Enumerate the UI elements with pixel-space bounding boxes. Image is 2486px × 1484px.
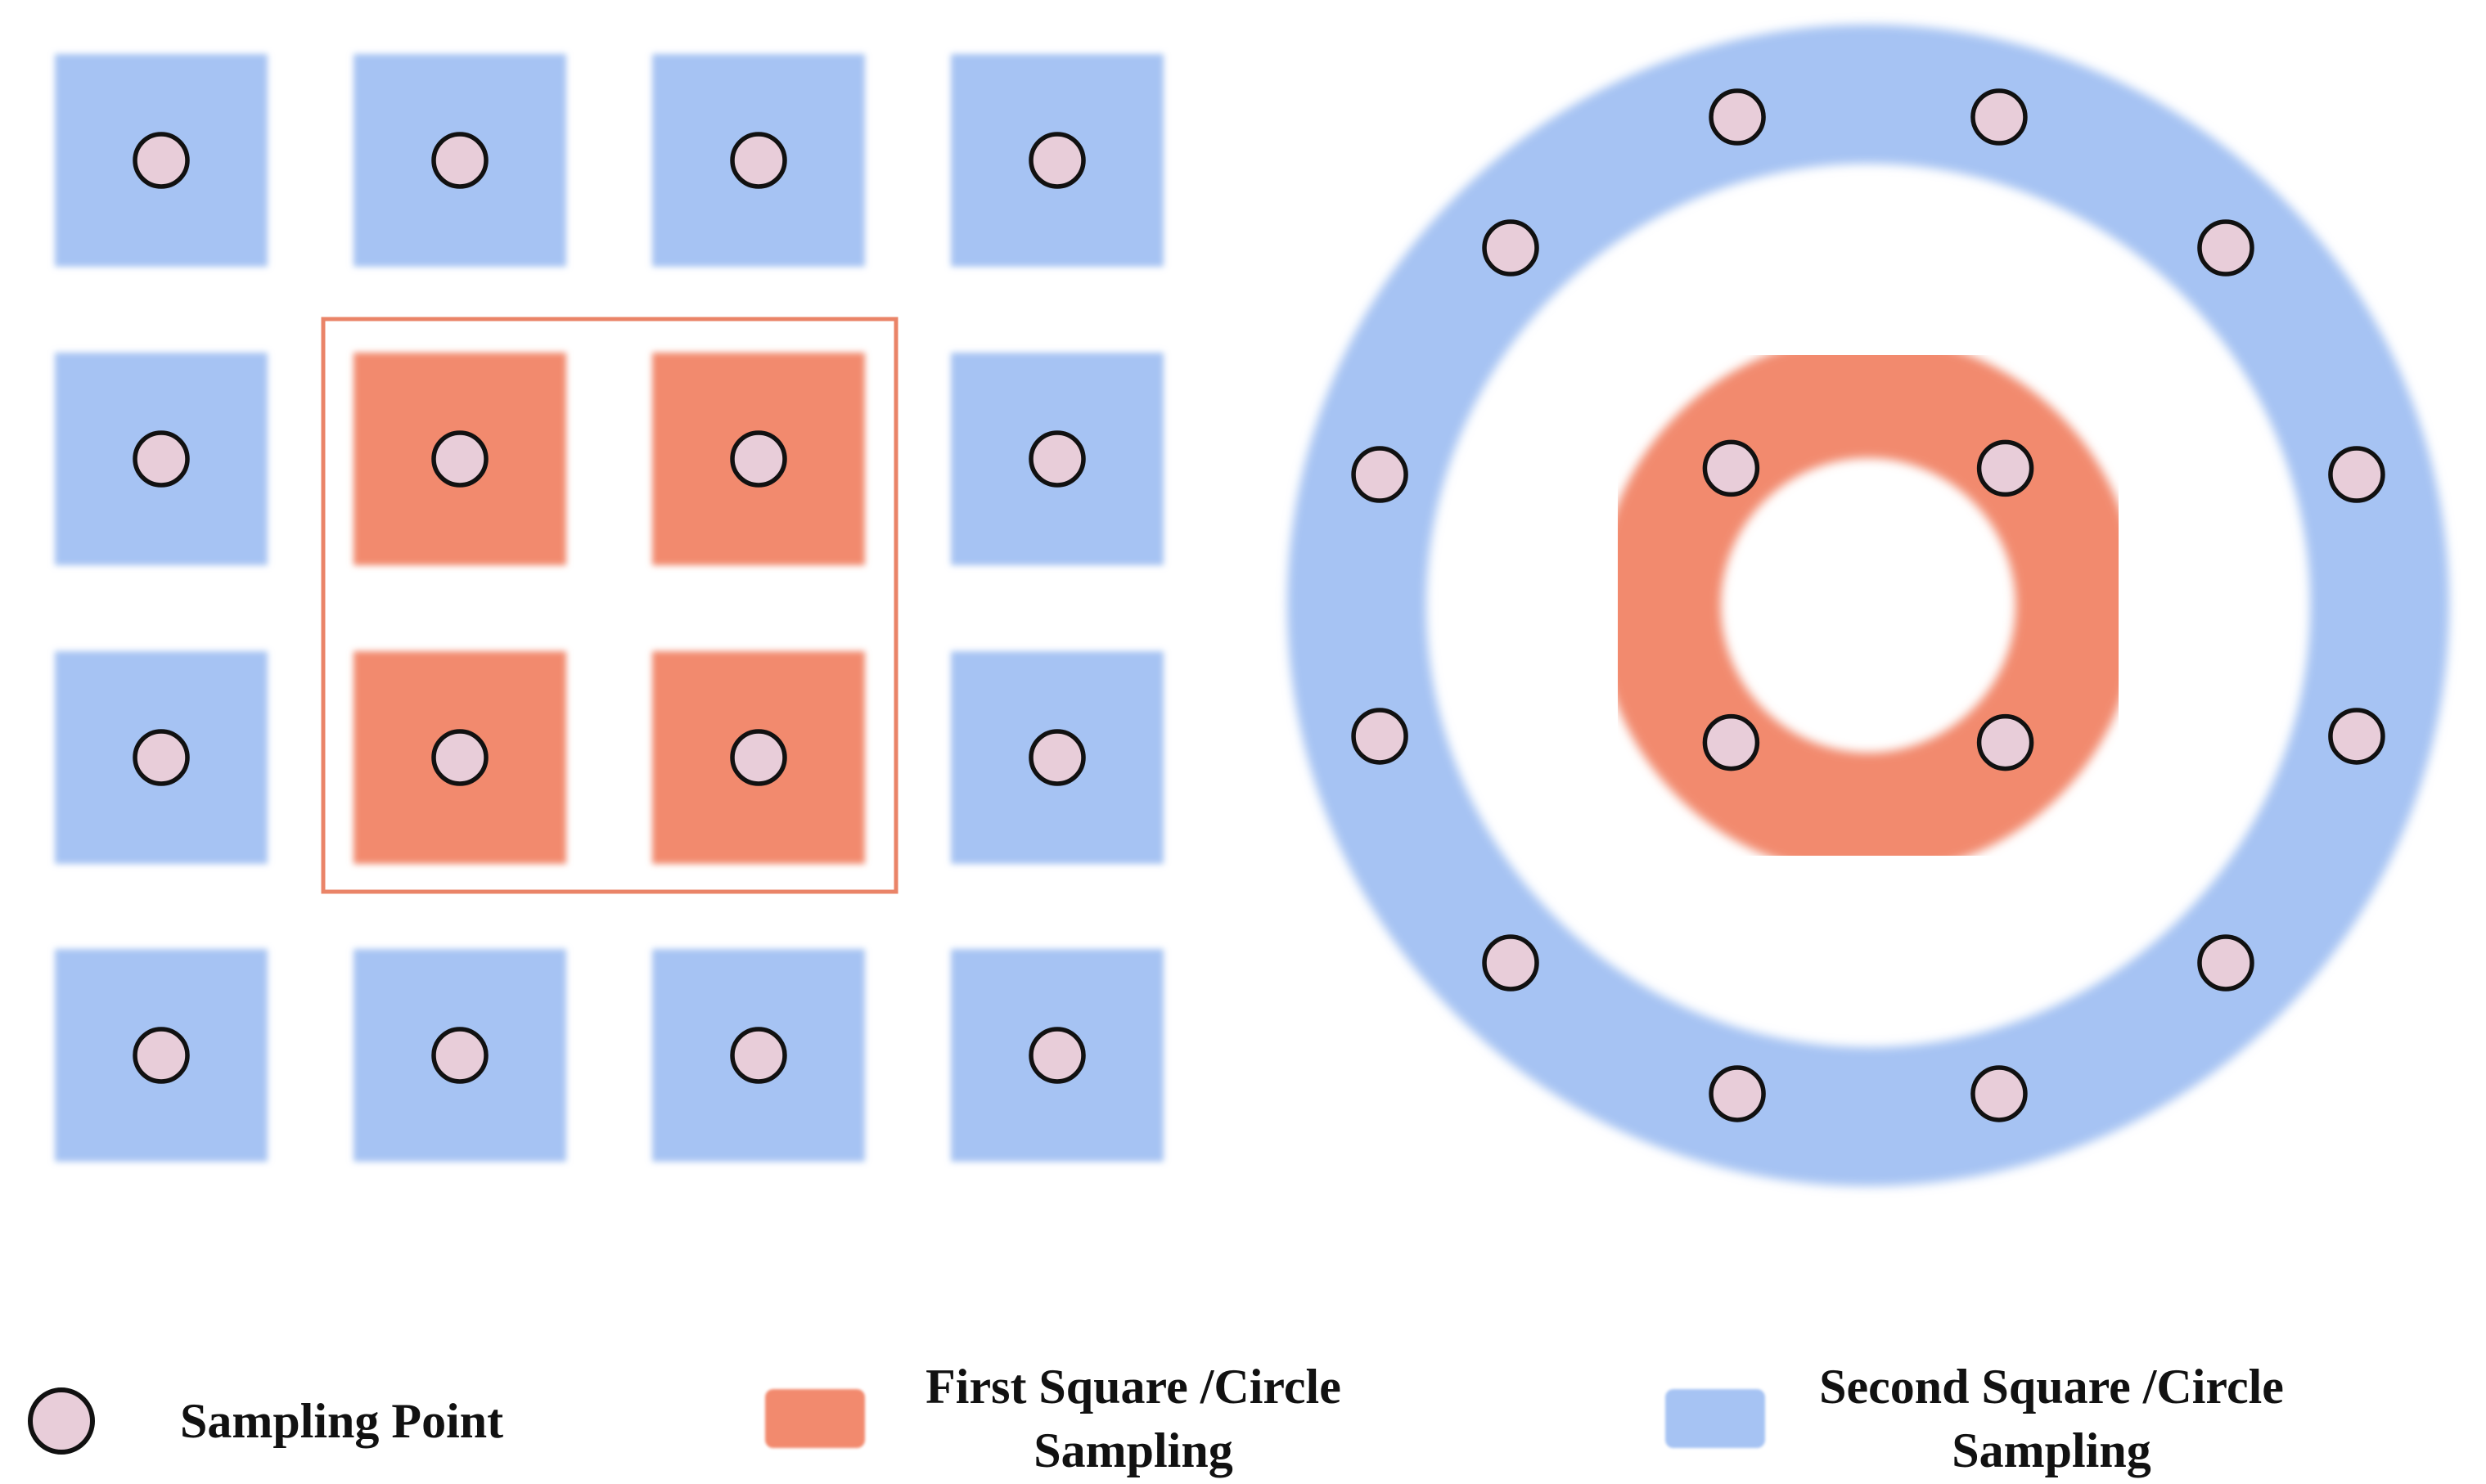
- square-sampling-point: [730, 1027, 787, 1084]
- second-circle-sampling-point: [2328, 708, 2385, 765]
- second-circle-ring: [1287, 25, 2449, 1186]
- square-sampling-point: [431, 430, 489, 488]
- first-circle-sampling-point: [1702, 713, 1760, 771]
- sampling-point-swatch-icon: [28, 1387, 95, 1455]
- second-circle-sampling-point: [2328, 446, 2385, 503]
- first-circle-sampling-point: [1976, 439, 2034, 497]
- second-sampling-swatch-icon: [1665, 1389, 1765, 1448]
- first-circle-sampling-point: [1976, 713, 2034, 771]
- square-sampling-point: [730, 729, 787, 786]
- square-sampling-point: [431, 729, 489, 786]
- legend-item-first-sampling: First Square /Circle Sampling: [765, 1355, 1387, 1482]
- legend-label-first-sampling: First Square /Circle Sampling: [925, 1360, 1341, 1477]
- square-sampling-point: [1029, 729, 1086, 786]
- square-sampling-point: [1029, 132, 1086, 189]
- second-circle-sampling-point: [1970, 1065, 2028, 1122]
- first-circle-ring: [1598, 335, 2138, 875]
- second-circle-sampling-point: [1482, 219, 1539, 277]
- square-sampling-point: [133, 132, 190, 189]
- first-circle-sampling-point: [1702, 439, 1760, 497]
- legend-item-sampling-point: Sampling Point: [28, 1387, 503, 1455]
- square-sampling-point: [133, 430, 190, 488]
- square-sampling-point: [133, 729, 190, 786]
- second-circle-sampling-point: [1709, 88, 1766, 146]
- first-square-highlight-box: [321, 317, 898, 894]
- second-circle-sampling-point: [1351, 708, 1408, 765]
- legend: Sampling Point First Square /Circle Samp…: [0, 1276, 2486, 1484]
- square-sampling-point: [431, 1027, 489, 1084]
- square-sampling-point: [133, 1027, 190, 1084]
- square-sampling-grid: [55, 54, 1164, 1162]
- square-sampling-point: [730, 430, 787, 488]
- second-circle-sampling-point: [1709, 1065, 1766, 1122]
- sampling-points: [133, 88, 2385, 1122]
- legend-label-second-sampling: Second Square /Circle Sampling: [1819, 1360, 2284, 1477]
- legend-item-second-sampling: Second Square /Circle Sampling: [1665, 1355, 2338, 1482]
- second-circle-sampling-point: [2197, 934, 2254, 992]
- sampling-diagram: [55, 25, 2449, 1186]
- square-sampling-point: [431, 132, 489, 189]
- square-sampling-point: [730, 132, 787, 189]
- second-circle-sampling-point: [1482, 934, 1539, 992]
- second-circle-sampling-point: [1351, 446, 1408, 503]
- square-sampling-point: [1029, 430, 1086, 488]
- circle-sampling-pattern: [1287, 25, 2449, 1186]
- first-sampling-swatch-icon: [765, 1389, 865, 1448]
- second-circle-sampling-point: [1970, 88, 2028, 146]
- legend-label-sampling-point: Sampling Point: [180, 1394, 504, 1448]
- square-sampling-point: [1029, 1027, 1086, 1084]
- second-circle-sampling-point: [2197, 219, 2254, 277]
